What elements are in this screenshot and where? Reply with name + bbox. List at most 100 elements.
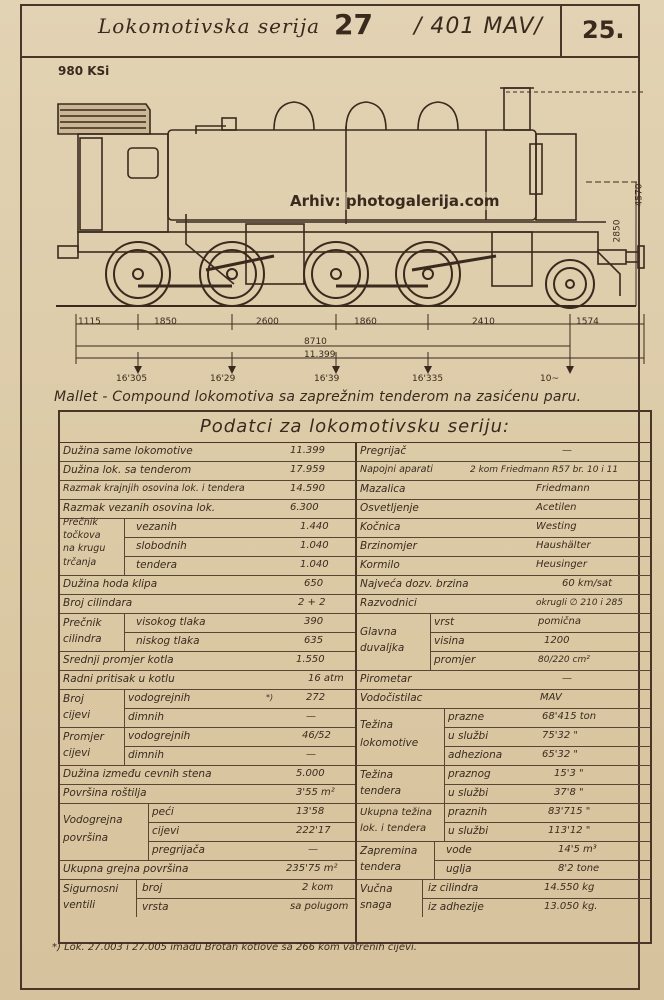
spacing-dim: 1850	[154, 317, 177, 327]
table-row: promjer 80/220 cm²	[430, 651, 650, 671]
table-row: uglja 8'2 tone	[434, 860, 650, 880]
row-value: Acetilen	[536, 502, 577, 513]
table-row: Srednji promjer kotla 1.550	[60, 651, 355, 671]
table-row: Površina roštilja 3'55 m²	[60, 784, 355, 804]
row-label: u službi	[448, 787, 489, 799]
wheelbase-dim: 8710	[304, 337, 327, 347]
row-label: Ukupna grejna površina	[63, 863, 189, 875]
row-value: —	[562, 673, 572, 684]
spacing-dim: 2600	[256, 317, 279, 327]
table-group: Broj cijevi	[60, 689, 355, 728]
row-label: u službi	[448, 730, 489, 742]
row-label: peći	[152, 806, 174, 818]
table-group: Težina lokomotive	[356, 708, 650, 766]
row-value: 222'17	[296, 825, 331, 836]
table-group: Glavna duvaljka	[356, 613, 650, 671]
row-label: dimnih	[128, 711, 165, 723]
group-label: snaga	[360, 899, 392, 911]
table-row: Pregrijač —	[356, 442, 650, 462]
row-label: Broj cilindara	[63, 597, 133, 609]
table-row: cijevi 222'17	[148, 822, 355, 842]
row-value: Friedmann	[536, 483, 590, 494]
group-label: Vodogrejna	[63, 814, 123, 826]
row-value: 2 kom Friedmann R57 br. 10 i 11	[470, 465, 619, 475]
group-label: lokomotive	[360, 737, 419, 749]
table-row: Pirometar —	[356, 670, 650, 690]
row-value: 1200	[544, 635, 570, 646]
table-row: Broj cilindara 2 + 2	[60, 594, 355, 614]
series-number: 27	[334, 8, 373, 41]
row-value: 13'58	[296, 806, 325, 817]
row-label: Pirometar	[360, 673, 412, 685]
row-value: Heusinger	[536, 559, 587, 570]
row-value: sa polugom	[290, 901, 349, 912]
row-label: promjer	[434, 654, 476, 666]
row-label: dimnih	[128, 749, 165, 761]
spacing-dim: 1574	[576, 317, 599, 327]
table-row: Napojni aparati 2 kom Friedmann R57 br. …	[356, 461, 650, 481]
row-label: Razvodnici	[360, 597, 417, 609]
table-group: Prečnik točkova na krugu trčanja	[60, 517, 355, 576]
row-label: pregrijača	[152, 844, 205, 856]
row-label: Vodočistilac	[360, 692, 423, 704]
table-row: Dužina same lokomotive 11.399	[60, 442, 355, 462]
table-row: visokog tlaka 390	[124, 613, 355, 633]
row-value: 2 kom	[302, 882, 334, 893]
footnote-mark: *)	[266, 693, 274, 702]
row-label: Srednji promjer kotla	[63, 654, 174, 666]
table-row: Najveća dozv. brzina 60 km/sat	[356, 575, 650, 595]
table-row: prazne 68'415 ton	[444, 708, 650, 728]
row-value: Haushälter	[536, 540, 591, 551]
group-divider	[444, 708, 445, 765]
row-label: Razmak krajnjih osovina lok. i tendera	[63, 483, 245, 494]
row-value: 14'5 m³	[558, 844, 597, 855]
header-divider	[560, 6, 562, 56]
row-label: Mazalica	[360, 483, 406, 495]
row-label: cijevi	[152, 825, 180, 837]
row-value: 14.550 kg	[544, 882, 595, 893]
table-row: vodogrejnih 46/52	[124, 727, 355, 747]
group-label: Vučna	[360, 883, 393, 895]
row-label: slobodnih	[136, 540, 187, 552]
row-label: Dužina same lokomotive	[63, 445, 193, 457]
row-value: 68'415 ton	[542, 711, 597, 722]
axle-load: 16'39	[314, 374, 340, 384]
table-row: Razmak vezanih osovina lok. 6.300	[60, 499, 355, 519]
table-divider	[355, 442, 357, 942]
table-group: Prečnik cilindra	[60, 613, 355, 652]
row-label: u službi	[448, 825, 489, 837]
group-label: Prečnik	[63, 617, 102, 629]
height-dim-axis: 2850	[612, 219, 623, 243]
table-row: Brzinomjer Haushälter	[356, 537, 650, 557]
group-label: cijevi	[63, 709, 91, 721]
row-value: 13.050 kg.	[544, 901, 598, 912]
axle-load: 16'29	[210, 374, 236, 384]
table-group: Vodogrejna površina	[60, 803, 355, 861]
row-label: tendera	[136, 559, 178, 571]
row-value: 390	[304, 616, 324, 627]
axle-load: 16'305	[116, 374, 148, 384]
row-value: 8'2 tone	[558, 863, 600, 874]
table-group: Vučna snaga	[356, 879, 650, 917]
group-label: Promjer	[63, 731, 104, 743]
table-row: Dužina lok. sa tenderom 17.959	[60, 461, 355, 481]
spacing-dim: 2410	[472, 317, 495, 327]
row-value: 650	[304, 578, 324, 589]
group-label: cilindra	[63, 633, 102, 645]
row-label: vrst	[434, 616, 455, 628]
row-label: Dužina hoda klipa	[63, 578, 158, 590]
table-row: Dužina hoda klipa 650	[60, 575, 355, 595]
header-title: Lokomotivska serija	[98, 14, 321, 38]
table-row: u službi 75'32 "	[444, 727, 650, 747]
row-value: 6.300	[290, 502, 319, 513]
table-group: Sigurnosni ventili	[60, 879, 355, 917]
row-label: Kočnica	[360, 521, 401, 533]
group-divider	[124, 518, 125, 575]
row-value: 5.000	[296, 768, 325, 779]
axle-load: 10~	[540, 374, 559, 384]
sheet-header: Lokomotivska serija 27 / 401 MAV/ 25.	[22, 6, 638, 58]
row-label: iz cilindra	[428, 882, 479, 894]
table-row: praznog 15'3 "	[444, 765, 650, 785]
group-label: lok. i tendera	[360, 823, 427, 834]
row-value: 15'3 "	[554, 768, 584, 779]
